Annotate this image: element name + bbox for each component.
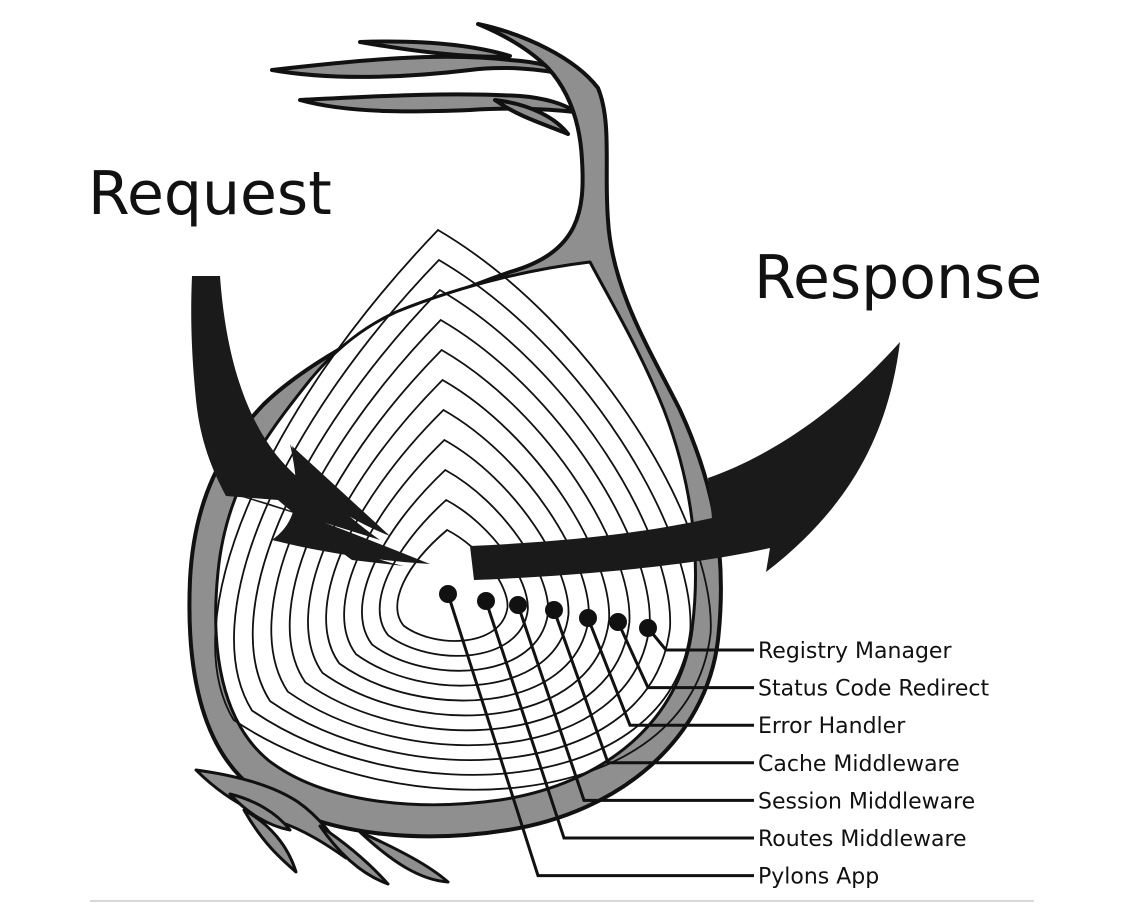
layer-label: Registry Manager bbox=[758, 639, 952, 664]
layer-dot bbox=[509, 596, 527, 614]
layer-dot bbox=[477, 592, 495, 610]
layer-leader-line bbox=[586, 617, 754, 727]
layer-label: Session Middleware bbox=[758, 789, 975, 814]
layer-label: Pylons App bbox=[758, 865, 879, 890]
onion-ring bbox=[233, 258, 692, 776]
response-arrow bbox=[470, 342, 900, 580]
layer-leaders bbox=[439, 585, 754, 878]
response-label: Response bbox=[754, 243, 1042, 313]
layer-leader-line bbox=[616, 621, 754, 690]
layer-leader-line bbox=[446, 593, 754, 878]
onion-ring bbox=[251, 288, 671, 761]
layer-dot bbox=[579, 609, 597, 627]
layer-leader-line bbox=[484, 600, 754, 840]
layer-label: Error Handler bbox=[758, 714, 906, 739]
request-arrow-head bbox=[226, 444, 430, 564]
layer-leader-line bbox=[646, 627, 754, 652]
onion-ring bbox=[214, 228, 712, 791]
layer-dot bbox=[545, 601, 563, 619]
request-arrow bbox=[191, 276, 404, 566]
layer-leader-line bbox=[552, 609, 754, 765]
layer-dot bbox=[609, 613, 627, 631]
onion-roots bbox=[194, 768, 450, 886]
layer-dot bbox=[439, 585, 457, 603]
layer-label: Routes Middleware bbox=[758, 827, 967, 852]
request-label: Request bbox=[88, 159, 332, 229]
onion-sprouts bbox=[270, 39, 577, 136]
layer-leader-line bbox=[516, 604, 754, 802]
layer-dot bbox=[639, 619, 657, 637]
layer-label: Cache Middleware bbox=[758, 752, 960, 777]
layer-label: Status Code Redirect bbox=[758, 677, 990, 702]
